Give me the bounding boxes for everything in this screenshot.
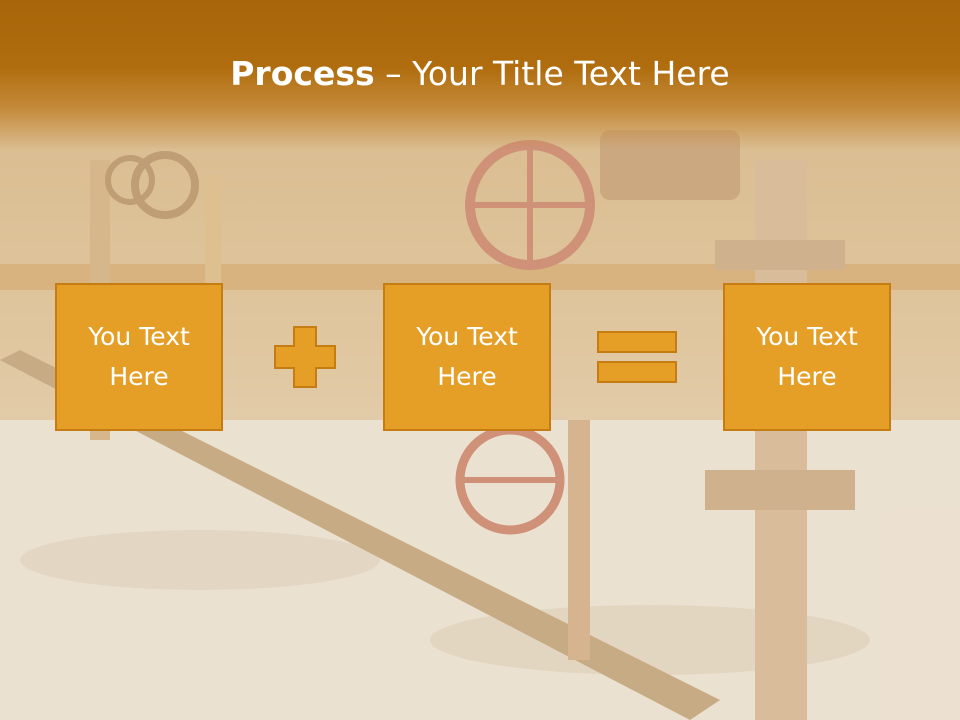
equals-icon [597,331,677,383]
process-box-1-text: You Text Here [88,322,190,391]
title-banner: Process – Your Title Text Here [0,0,960,150]
plus-icon [274,326,336,388]
title-text: – Your Title Text Here [374,54,730,93]
process-box-2[interactable]: You Text Here [383,283,551,431]
process-box-3[interactable]: You Text Here [723,283,891,431]
title-bold-word: Process [230,54,375,93]
slide-title: Process – Your Title Text Here [0,52,960,96]
process-box-2-text: You Text Here [416,322,518,391]
process-box-3-text: You Text Here [756,322,858,391]
process-box-1[interactable]: You Text Here [55,283,223,431]
